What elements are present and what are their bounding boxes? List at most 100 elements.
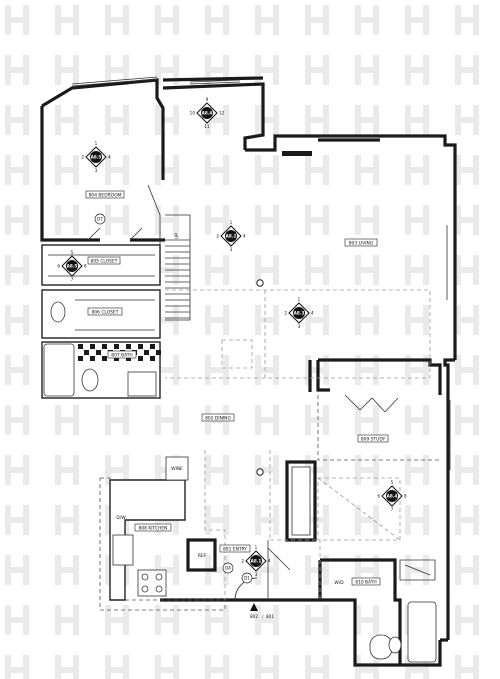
label-entry: 801 ENTRY: [219, 544, 251, 553]
watermark-tile: [205, 605, 229, 635]
tile: [90, 344, 95, 349]
tile: [78, 356, 83, 361]
bath-807-toilet: [81, 368, 99, 392]
watermark-tile: [455, 655, 479, 679]
watermark-tile: [105, 155, 129, 185]
marker-number: 4: [243, 234, 246, 239]
watermark-tile: [255, 555, 279, 585]
marker-id: A8.2: [226, 234, 237, 239]
watermark-tile: [255, 155, 279, 185]
watermark-tile: [455, 5, 479, 35]
watermark-tile: [155, 205, 179, 235]
watermark-tile: [455, 605, 479, 635]
watermark-tile: [205, 155, 229, 185]
watermark-tile: [105, 405, 129, 435]
watermark-tile: [405, 455, 429, 485]
marker-number: 4: [311, 311, 314, 316]
label-dw: D/W: [116, 515, 126, 521]
marker-number: 2: [241, 559, 244, 564]
watermark-tile: [405, 655, 429, 679]
study-ceiling: [317, 477, 401, 541]
tile: [138, 344, 143, 349]
watermark-tile: [5, 105, 29, 135]
tile: [126, 344, 131, 349]
bath-807-tub: [43, 343, 75, 397]
watermark-tile: [355, 55, 379, 85]
burner-3: [141, 585, 149, 593]
bath-810-toilet: [388, 636, 402, 654]
label-closet-806: 806 CLOSET: [87, 307, 123, 316]
label-living: 803 LIVING: [344, 238, 378, 247]
svg-text:D1: D1: [244, 576, 250, 581]
marker-id: A8.4: [202, 111, 213, 116]
svg-text:801 ENTRY: 801 ENTRY: [223, 547, 247, 553]
north-wall: [162, 76, 265, 150]
svg-text:806 CLOSET: 806 CLOSET: [92, 310, 119, 316]
kitchen-sink: [112, 534, 134, 566]
watermark-tile: [155, 5, 179, 35]
watermark-tile: [55, 505, 79, 535]
svg-text:D7: D7: [97, 217, 103, 222]
watermark-tile: [5, 555, 29, 585]
watermark-tile: [5, 205, 29, 235]
watermark-tile: [5, 655, 29, 679]
marker-number: 11: [204, 124, 210, 129]
watermark-tile: [155, 105, 179, 135]
watermark-tile: [355, 255, 379, 285]
tile: [156, 350, 161, 355]
watermark-tile: [55, 155, 79, 185]
bath-810-sink: [369, 634, 393, 660]
watermark-tile: [5, 5, 29, 35]
study-doors: [344, 394, 399, 413]
burner-1: [141, 573, 149, 581]
marker-number: 6: [57, 264, 60, 269]
watermark-tile: [355, 405, 379, 435]
watermark-tile: [205, 5, 229, 35]
label-closet-805: 805 CLOSET: [87, 256, 121, 265]
watermark-tile: [105, 55, 129, 85]
svg-text:810 BATH: 810 BATH: [355, 580, 376, 586]
marker-number: 4: [108, 155, 111, 160]
marker-number: 2: [284, 311, 287, 316]
watermark-tile: [155, 155, 179, 185]
watermark-tile: [405, 205, 429, 235]
watermark-tile: [55, 405, 79, 435]
tile: [114, 356, 119, 361]
watermark-tile: [155, 605, 179, 635]
label-ref: REF: [198, 553, 207, 559]
watermark-tile: [205, 255, 229, 285]
watermark-tile: [455, 255, 479, 285]
tile: [138, 356, 143, 361]
tile: [102, 356, 107, 361]
watermark-tile: [105, 655, 129, 679]
label-bath-810: 810 BATH: [351, 577, 381, 586]
door-tag-d1: D1: [241, 572, 253, 584]
marker-id: A8.5: [91, 155, 102, 160]
marker-number: 7: [391, 507, 394, 512]
stair-outline: [165, 214, 191, 321]
section-mark: 802 / 801: [250, 603, 274, 619]
watermark-tile: [355, 455, 379, 485]
skylight: [221, 339, 253, 369]
watermark-tile: [205, 55, 229, 85]
svg-text:D4: D4: [225, 566, 231, 571]
watermark-tile: [105, 5, 129, 35]
label-dining: 802 DINING: [201, 413, 235, 422]
watermark-tile: [305, 205, 329, 235]
watermark-tile: [405, 305, 429, 335]
watermark-tile: [305, 105, 329, 135]
marker-number: 1: [255, 545, 258, 550]
watermark-tile: [155, 655, 179, 679]
watermark-tile: [255, 255, 279, 285]
tile: [150, 344, 155, 349]
watermark-tile: [355, 505, 379, 535]
svg-text:/: /: [262, 614, 264, 619]
watermark-tile: [5, 255, 29, 285]
marker-number: 2: [216, 234, 219, 239]
ref-enclosure: [186, 538, 217, 572]
marker-number: 5: [391, 480, 394, 485]
